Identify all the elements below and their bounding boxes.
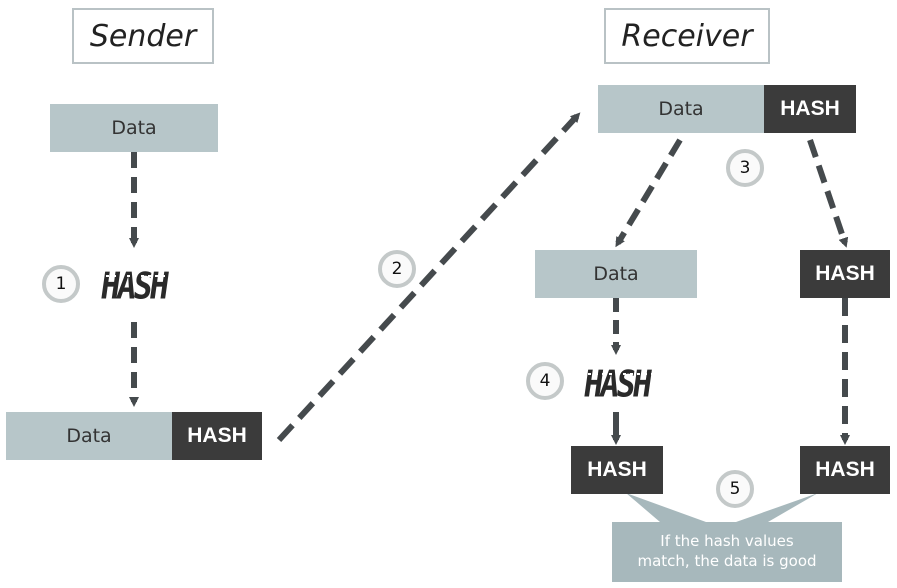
step-3-badge: 3 xyxy=(726,149,764,187)
receiver-hash-function-icon: HASH xyxy=(574,356,660,412)
sender-title: Sender xyxy=(72,8,214,64)
step-4-badge: 4 xyxy=(526,362,564,400)
receiver-packet-data: Data xyxy=(598,85,764,133)
sender-packet-data: Data xyxy=(6,412,172,460)
step-1-badge: 1 xyxy=(42,265,80,303)
receiver-received-hash: HASH xyxy=(800,446,890,494)
arrow-split-hash xyxy=(807,139,849,248)
arrow-split-data xyxy=(615,138,683,248)
sender-data-box: Data xyxy=(50,104,218,152)
sender-packet-hash: HASH xyxy=(172,412,262,460)
receiver-data-box: Data xyxy=(535,250,697,298)
arrow-transmit xyxy=(276,112,581,443)
result-bubble xyxy=(612,493,842,582)
receiver-title: Receiver xyxy=(604,8,770,64)
receiver-computed-hash: HASH xyxy=(571,446,663,494)
result-text-line-2: match, the data is good xyxy=(637,552,817,570)
result-text-line-1: If the hash values xyxy=(660,532,794,550)
receiver-packet-hash: HASH xyxy=(764,85,856,133)
step-2-badge: 2 xyxy=(378,250,416,288)
receiver-received-hash-box: HASH xyxy=(800,250,890,298)
sender-hash-function-icon: HASH xyxy=(92,258,176,314)
step-5-badge: 5 xyxy=(716,470,754,508)
